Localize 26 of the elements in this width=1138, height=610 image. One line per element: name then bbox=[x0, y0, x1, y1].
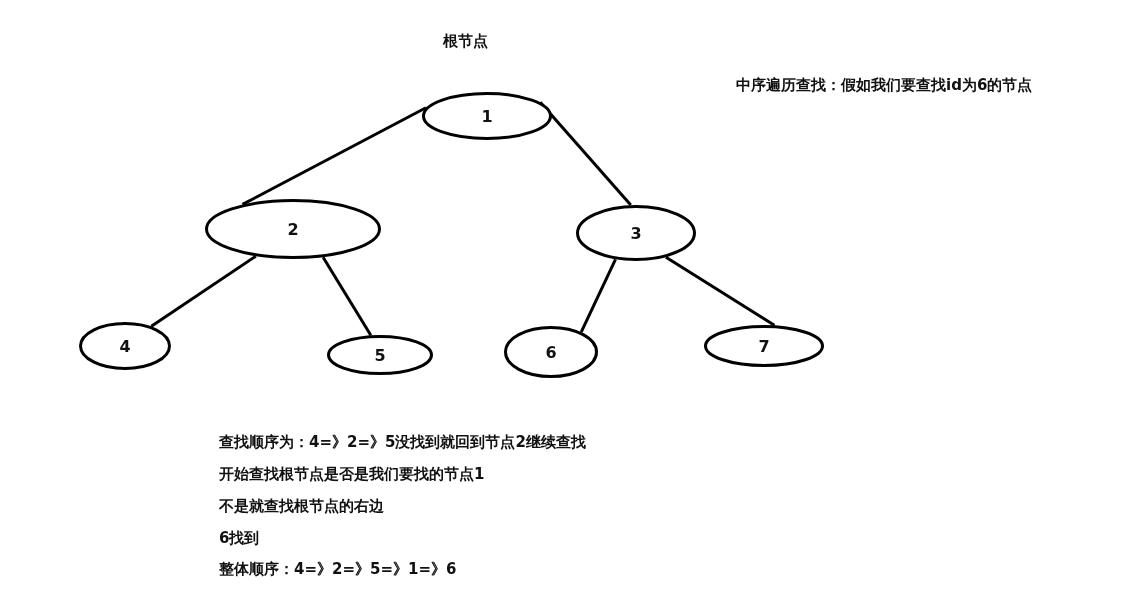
tree-edge bbox=[241, 106, 427, 206]
note-text: 不是就查找根节点的右边 bbox=[219, 497, 384, 516]
node-number: 2 bbox=[286, 219, 300, 239]
heading-note: 中序遍历查找：假如我们要查找id为6的节点 bbox=[736, 76, 1033, 95]
note-text: 整体顺序：4=》2=》5=》1=》6 bbox=[219, 560, 457, 579]
note-text: 6找到 bbox=[219, 529, 260, 548]
tree-node-ellipse bbox=[327, 335, 433, 375]
root-node-heading: 根节点 bbox=[443, 32, 488, 51]
tree-node-ellipse bbox=[576, 205, 696, 261]
tree-edge bbox=[321, 256, 373, 337]
tree-node-ellipse bbox=[504, 326, 598, 378]
tree-edge bbox=[665, 255, 776, 327]
tree-node-ellipse bbox=[79, 322, 171, 370]
node-number: 1 bbox=[480, 106, 494, 126]
node-number: 6 bbox=[544, 342, 558, 362]
tree-edge bbox=[150, 254, 257, 328]
node-number: 5 bbox=[373, 345, 387, 365]
tree-node-ellipse bbox=[704, 325, 824, 367]
note-text: 开始查找根节点是否是我们要找的节点1 bbox=[219, 465, 485, 484]
note-text: 查找顺序为：4=》2=》5没找到就回到节点2继续查找 bbox=[219, 433, 586, 452]
tree-edge bbox=[539, 101, 632, 207]
node-number: 4 bbox=[118, 336, 132, 356]
tree-node-ellipse bbox=[205, 199, 381, 259]
node-number: 7 bbox=[757, 336, 771, 356]
node-number: 3 bbox=[629, 223, 643, 243]
tree-edge bbox=[579, 258, 617, 333]
